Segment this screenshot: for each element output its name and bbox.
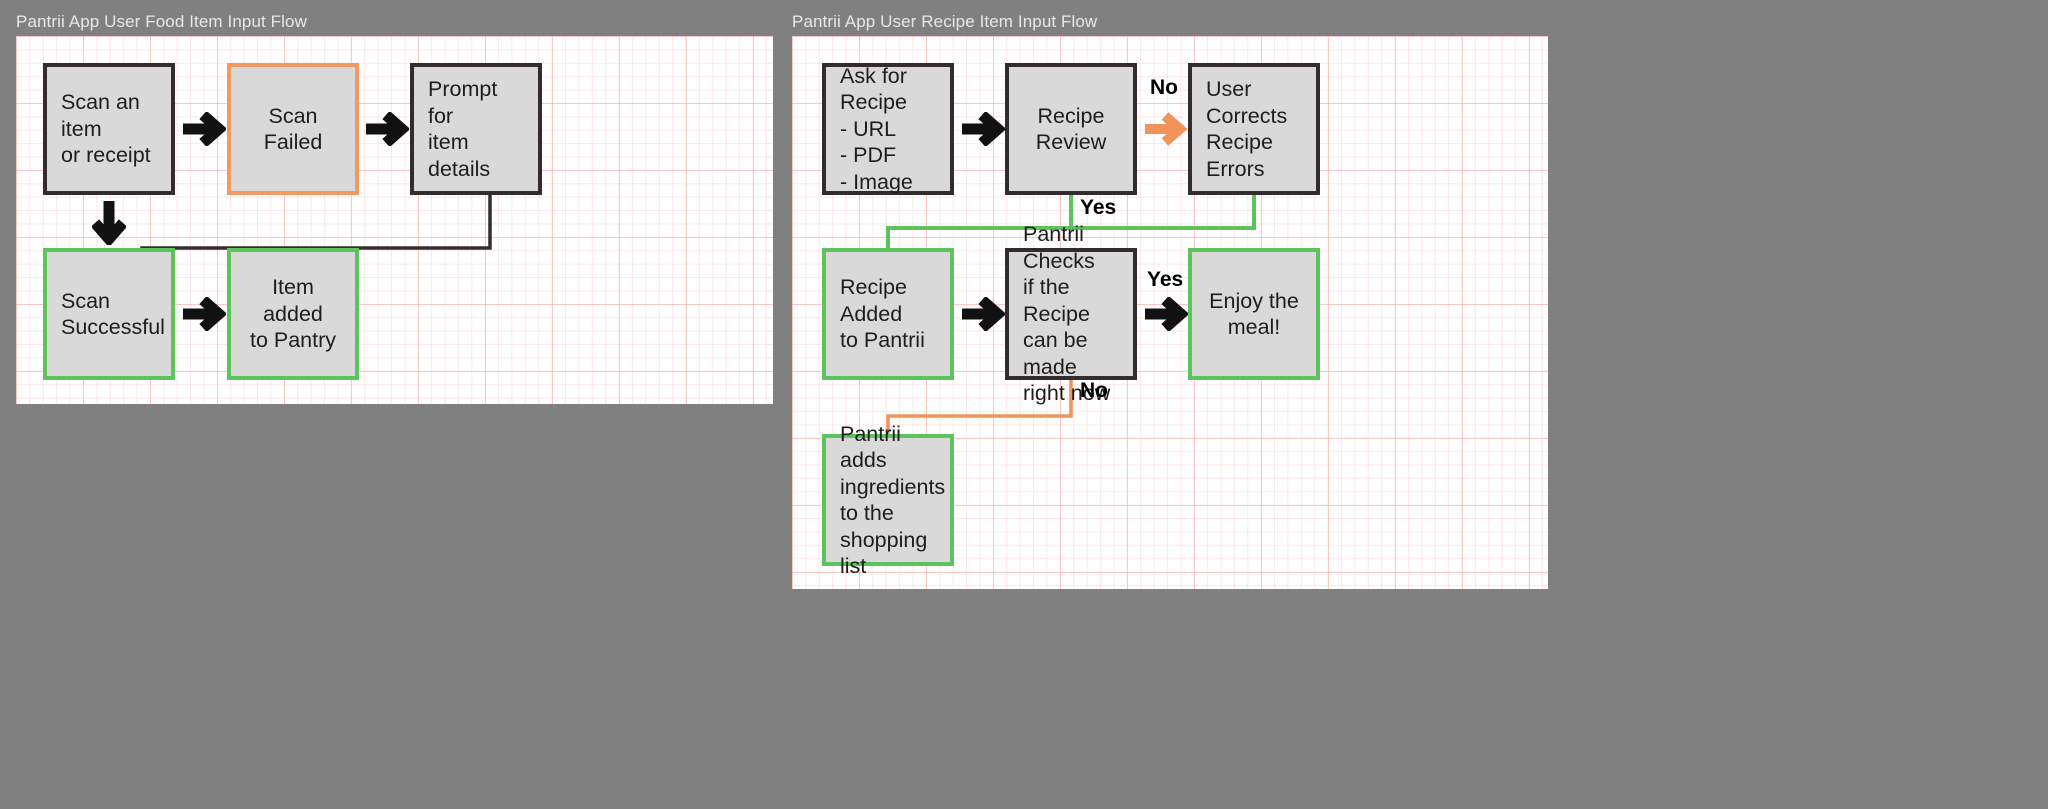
node-label: Scan Successful <box>61 288 165 340</box>
node-pantrii-adds-ingredients[interactable]: Pantrii adds ingredients to the shopping… <box>822 422 954 578</box>
arrow-down-icon <box>92 199 126 245</box>
label-no-top: No <box>1150 76 1178 99</box>
node-label: Recipe Added to Pantrii <box>840 275 925 353</box>
node-scan-item[interactable]: Scan an item or receipt <box>43 63 175 195</box>
node-pantrii-checks-recipe[interactable]: Pantrii Checks if the Recipe can be made… <box>1005 222 1137 405</box>
node-user-corrects-recipe-errors[interactable]: User Corrects Recipe Errors <box>1188 63 1320 195</box>
node-label: Pantrii Checks if the Recipe can be made… <box>1023 222 1111 406</box>
left-flowchart-canvas: Scan an item or receipt Scan Failed Prom… <box>16 36 773 404</box>
node-ask-for-recipe[interactable]: Ask for Recipe - URL - PDF - Image <box>822 63 954 195</box>
node-scan-failed[interactable]: Scan Failed <box>227 63 359 195</box>
node-label: Scan an item or receipt <box>61 90 151 168</box>
node-recipe-added-to-pantrii[interactable]: Recipe Added to Pantrii <box>822 248 954 380</box>
node-label: Prompt for item details <box>428 77 498 181</box>
node-label: Pantrii adds ingredients to the shopping… <box>840 421 946 579</box>
node-label: Item added to Pantry <box>249 275 337 353</box>
node-label: Ask for Recipe - URL - PDF - Image <box>840 63 913 194</box>
right-panel-title: Pantrii App User Recipe Item Input Flow <box>792 12 1098 31</box>
arrow-right-icon <box>181 297 226 331</box>
arrow-right-icon <box>364 112 409 146</box>
label-yes-top: Yes <box>1080 196 1117 219</box>
label-no-mid: No <box>1080 379 1108 402</box>
node-enjoy-the-meal[interactable]: Enjoy the meal! <box>1188 248 1320 380</box>
arrow-right-icon <box>960 112 1005 146</box>
label-yes-mid: Yes <box>1147 268 1184 291</box>
arrow-right-orange-icon <box>1143 112 1188 146</box>
right-flowchart-canvas: Ask for Recipe - URL - PDF - Image Recip… <box>792 36 1548 589</box>
node-scan-successful[interactable]: Scan Successful <box>43 248 175 380</box>
node-label: User Corrects Recipe Errors <box>1206 77 1288 181</box>
node-label: Enjoy the meal! <box>1209 288 1299 340</box>
arrow-right-icon <box>960 297 1005 331</box>
left-panel-title: Pantrii App User Food Item Input Flow <box>16 12 307 31</box>
node-label: Scan Failed <box>263 103 323 155</box>
node-recipe-review[interactable]: Recipe Review <box>1005 63 1137 195</box>
arrow-right-icon <box>1143 297 1188 331</box>
node-label: Recipe Review <box>1035 103 1107 155</box>
node-prompt-for-item-details[interactable]: Prompt for item details <box>410 63 542 195</box>
node-item-added-to-pantry[interactable]: Item added to Pantry <box>227 248 359 380</box>
arrow-right-icon <box>181 112 226 146</box>
connector-no-to-adds-ingredients <box>792 376 1352 486</box>
